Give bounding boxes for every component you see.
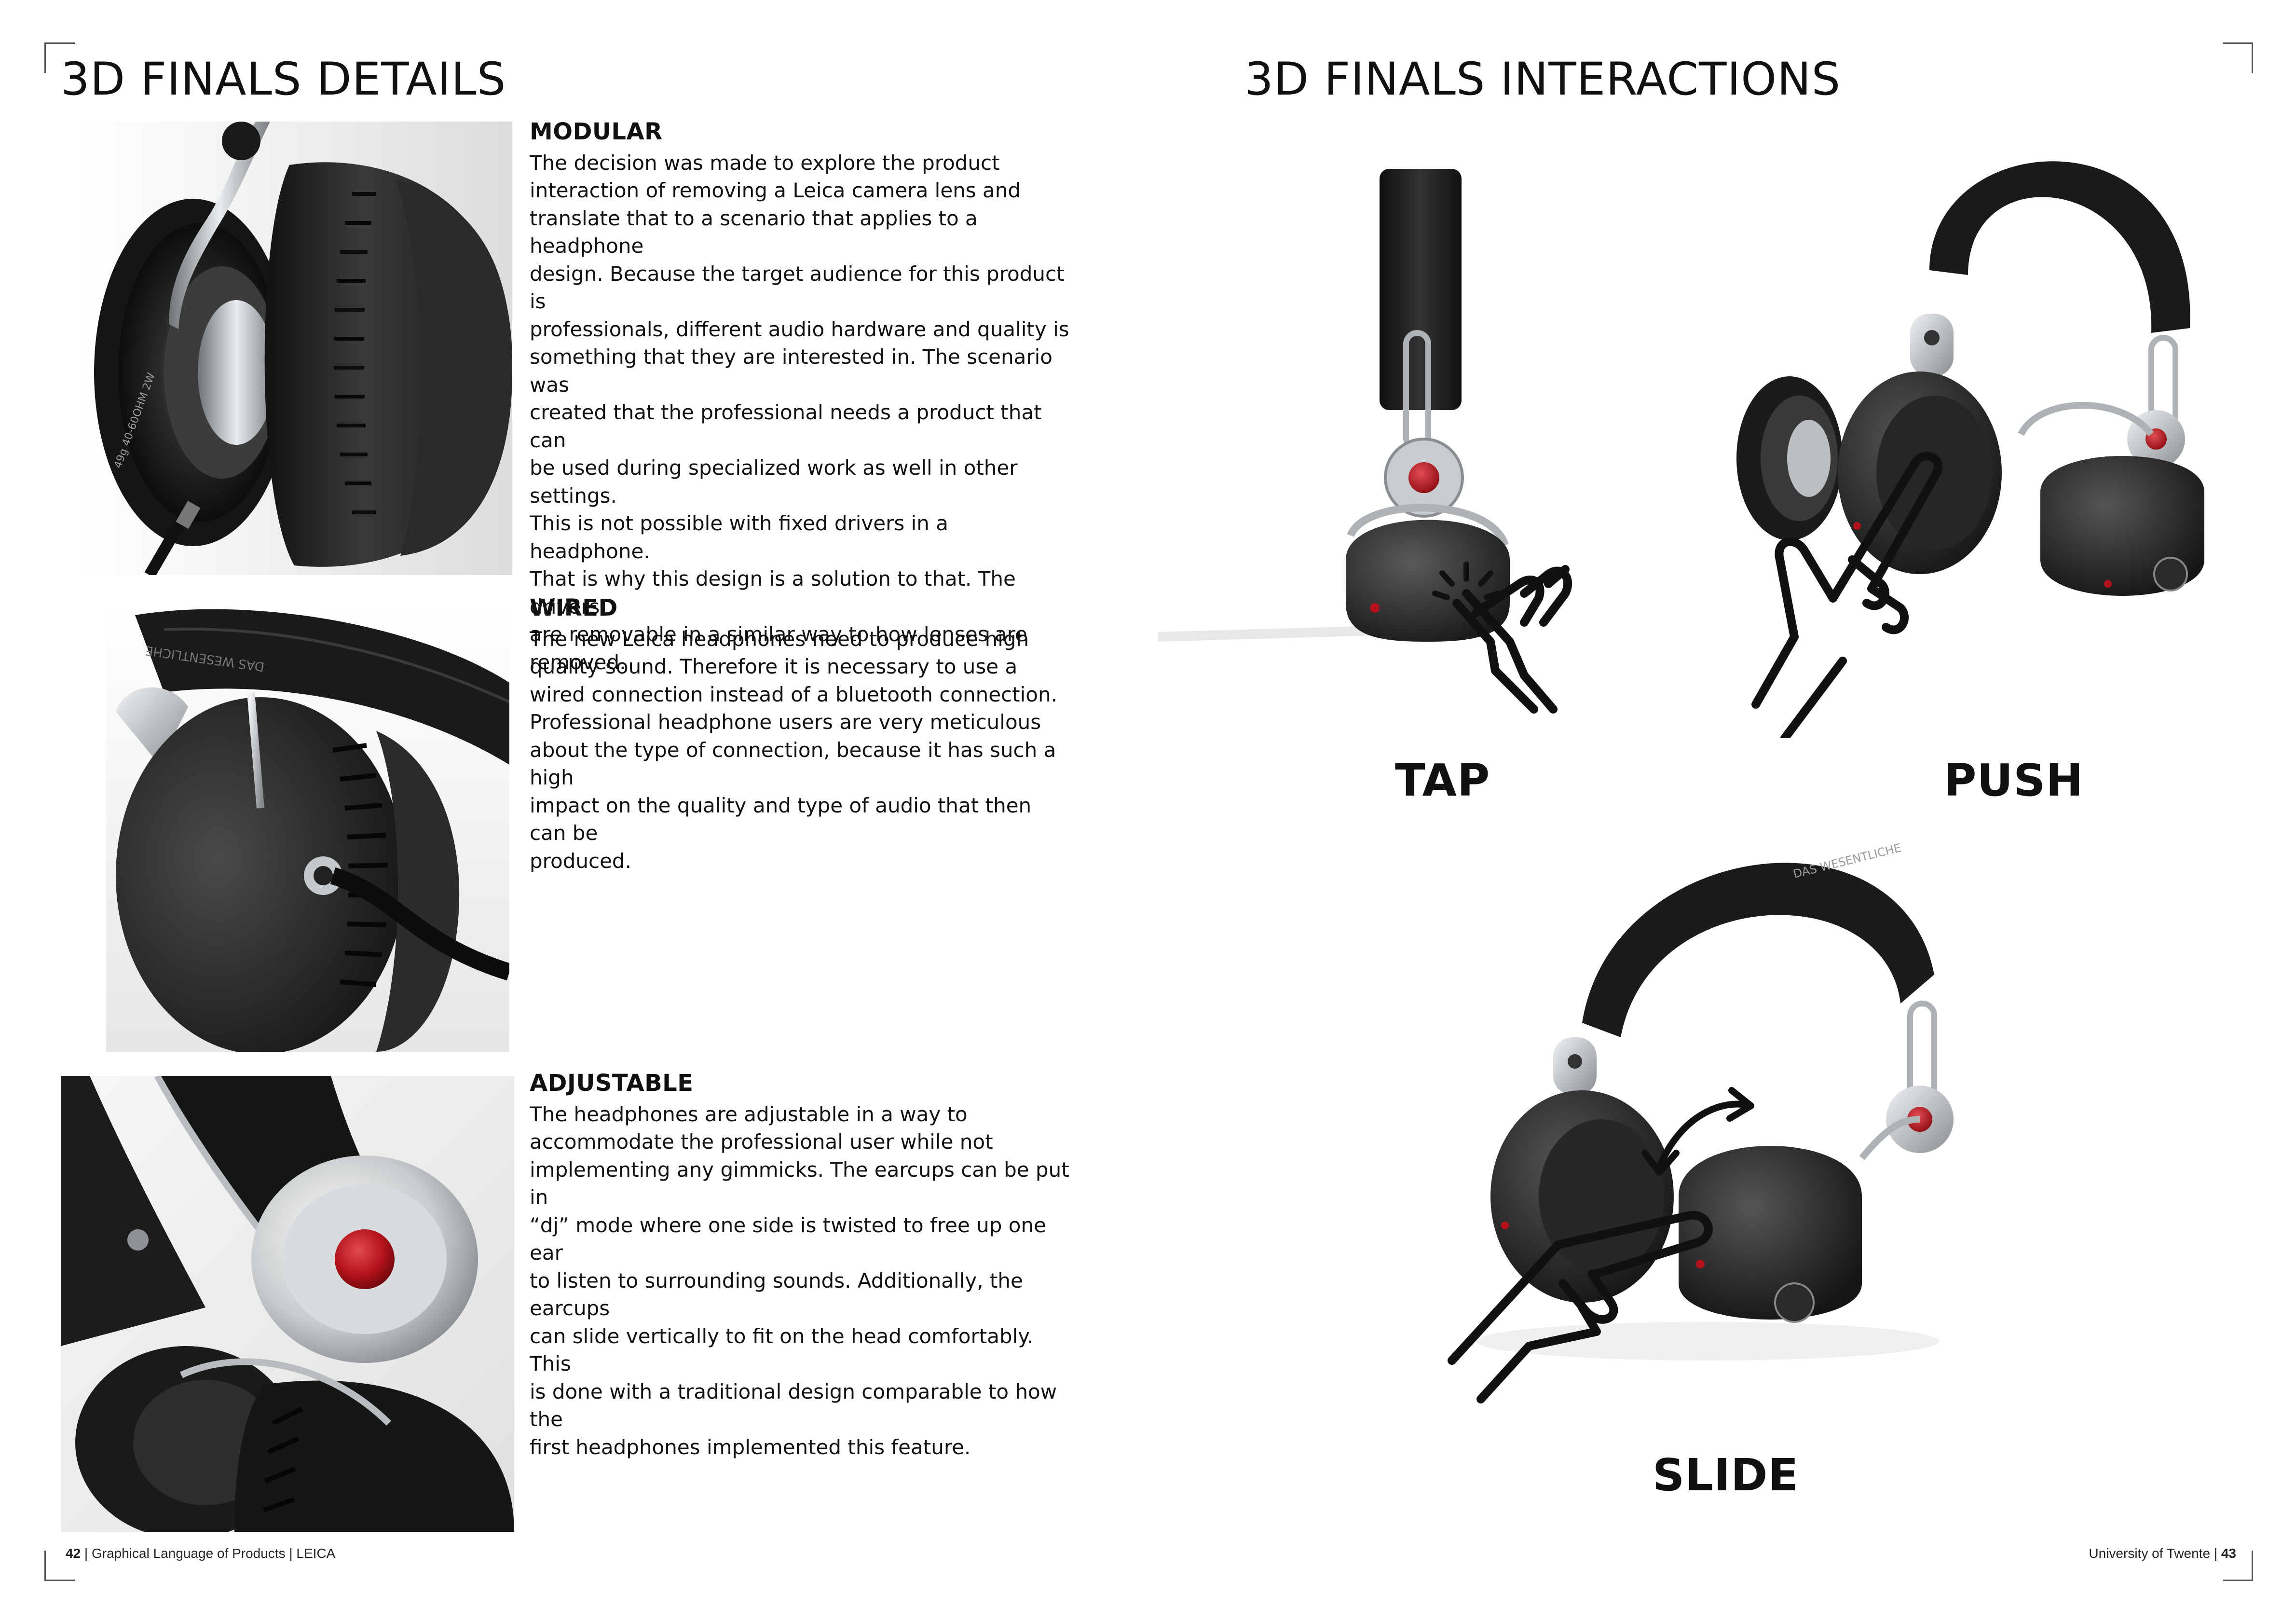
footer-left-text: | Graphical Language of Products | LEICA [81,1546,336,1561]
feature-body-adjustable: The headphones are adjustable in a way t… [530,1102,1069,1459]
interaction-label-push: PUSH [1944,755,2084,806]
crop-mark-bottom-right [2223,1551,2253,1581]
feature-body-wired: The new Leica headphones need to produce… [530,627,1057,873]
push-illustration [1727,125,2228,738]
feature-heading-wired: WIRED [530,594,618,621]
adjustable-detail-photo [61,1076,514,1532]
feature-heading-adjustable: ADJUSTABLE [530,1070,694,1097]
page-title-interactions: 3D FINALS INTERACTIONS [1244,53,1841,106]
wired-detail-photo: DAS WESENTLICHE [106,605,509,1052]
page-number-left: 42 [66,1546,81,1561]
feature-modular: MODULAR The decision was made to explore… [530,118,1070,676]
modular-detail-photo: 49g 40-60OHM 2W [82,122,512,575]
page-title-details: 3D FINALS DETAILS [61,53,506,106]
feature-heading-modular: MODULAR [530,118,663,145]
interaction-label-tap: TAP [1395,755,1490,806]
feature-body-modular: The decision was made to explore the pro… [530,151,1069,674]
feature-wired: WIRED The new Leica headphones need to p… [530,594,1070,875]
feature-adjustable: ADJUSTABLE The headphones are adjustable… [530,1070,1070,1461]
footer-right: University of Twente | 43 [2089,1547,2236,1560]
footer-left: 42 | Graphical Language of Products | LE… [66,1547,335,1560]
interaction-label-slide: SLIDE [1653,1449,1799,1501]
crop-mark-bottom-left [44,1551,75,1581]
crop-mark-top-left [44,42,75,73]
page-number-right: 43 [2221,1546,2236,1561]
tap-illustration [1158,159,1572,738]
crop-mark-top-right [2223,42,2253,73]
footer-right-text: University of Twente | [2089,1546,2221,1561]
slide-illustration: DAS WESENTLICHE [1437,820,2007,1443]
